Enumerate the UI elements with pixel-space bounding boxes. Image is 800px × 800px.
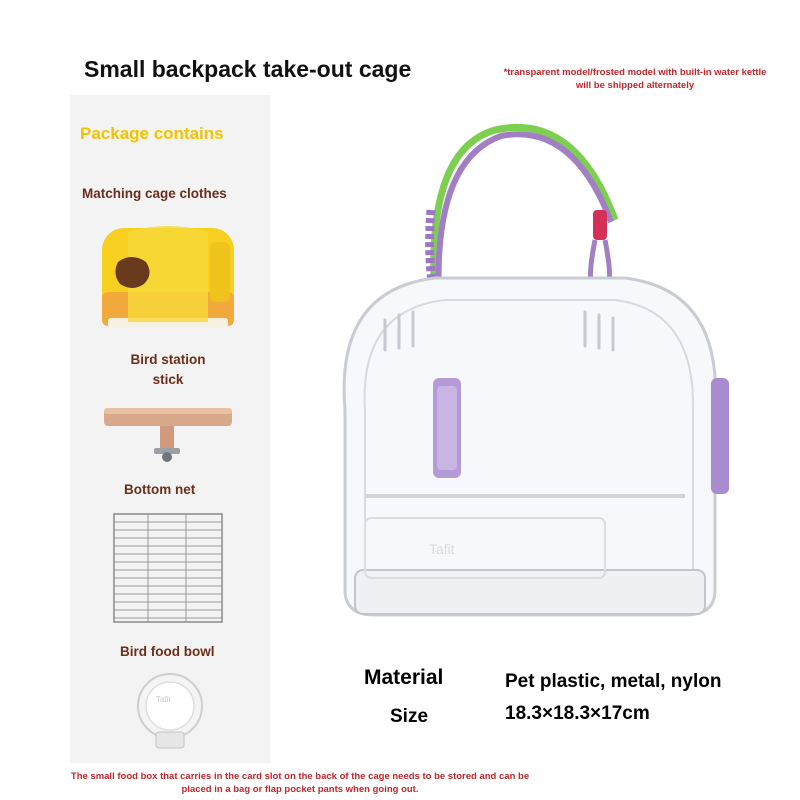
bottom-net-image <box>113 513 223 623</box>
material-label: Material <box>364 666 444 689</box>
cage-product-image: Tafit <box>342 123 729 617</box>
food-bowl-image: Tafit <box>137 673 203 749</box>
page-title: Small backpack take-out cage <box>84 56 412 82</box>
footer-note: The small food box that carries in the c… <box>70 771 530 795</box>
bowl-brand-text: Tafit <box>156 695 171 704</box>
item-label-bottom-net: Bottom net <box>124 482 196 497</box>
package-heading: Package contains <box>80 124 224 143</box>
perch-stick-image <box>104 408 232 462</box>
item-label-cage-clothes: Matching cage clothes <box>82 186 227 201</box>
item-label-food-bowl: Bird food bowl <box>120 644 215 659</box>
material-value: Pet plastic, metal, nylon <box>505 671 722 692</box>
size-value: 18.3×18.3×17cm <box>505 703 650 724</box>
cage-cover-image <box>102 226 234 328</box>
cage-brand-text: Tafit <box>429 541 455 557</box>
item-label-perch: Bird station stick <box>130 352 206 387</box>
shipping-note: *transparent model/frosted model with bu… <box>503 67 767 91</box>
size-label: Size <box>390 706 429 727</box>
